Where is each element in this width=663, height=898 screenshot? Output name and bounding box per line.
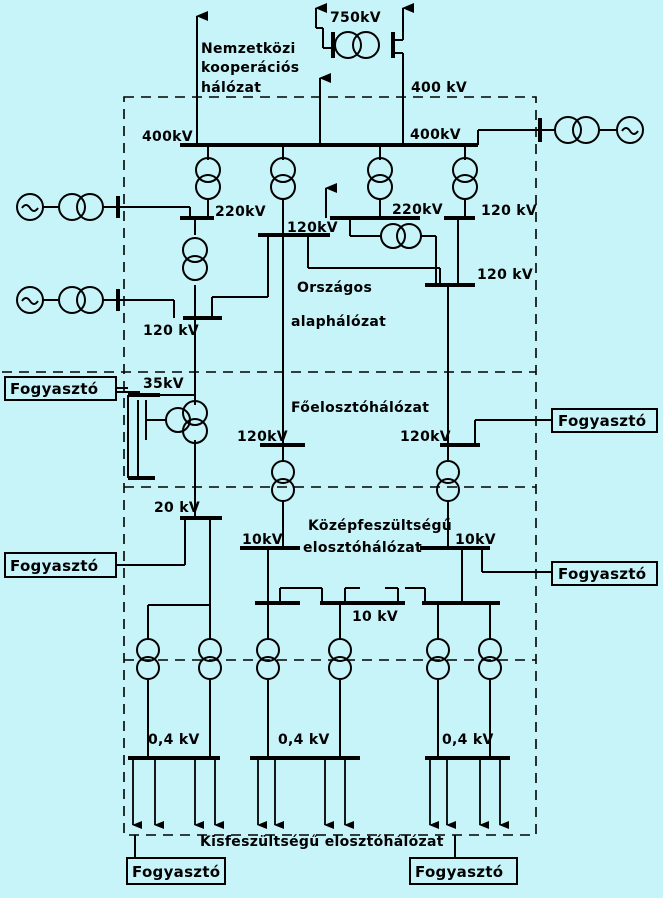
- transformer-winding-icon: [256, 638, 280, 662]
- label-400kv-left: 400kV: [142, 129, 193, 145]
- transformer-winding-icon: [136, 638, 160, 662]
- consumer-label-4: Fogyasztó: [558, 565, 646, 583]
- transformer-winding-icon: [195, 174, 221, 200]
- transformer-winding-icon: [271, 478, 295, 502]
- transformer-winding-icon: [426, 656, 450, 680]
- transformer-winding-icon: [270, 157, 296, 183]
- transformer-winding-icon: [182, 255, 208, 281]
- consumer-label-2: Fogyasztó: [558, 412, 646, 430]
- transformer-winding-icon: [256, 656, 280, 680]
- transformer-winding-icon: [182, 400, 208, 426]
- label-intl-line3: hálózat: [201, 80, 261, 96]
- transformer-winding-icon: [436, 478, 460, 502]
- transformers: [136, 157, 502, 680]
- label-10kv-center: 10 kV: [352, 609, 398, 625]
- consumer-box-6: [409, 857, 518, 885]
- generator-2-wave-icon: [21, 297, 39, 305]
- label-lv-network: Kisfeszültségű elosztóhálózat: [200, 834, 444, 850]
- label-04kv-right: 0,4 kV: [442, 732, 494, 748]
- label-04kv-center: 0,4 kV: [278, 732, 330, 748]
- label-base-line1: Országos: [297, 280, 372, 296]
- label-120kv-ss-left: 120kV: [237, 429, 288, 445]
- transformer-winding-icon: [367, 157, 393, 183]
- label-120kv-ss-right: 120kV: [400, 429, 451, 445]
- label-35kv: 35kV: [143, 376, 184, 392]
- consumer-label-5: Fogyasztó: [132, 863, 220, 881]
- gen2-transformer-b-icon: [76, 286, 104, 314]
- consumer-box-4: [551, 561, 658, 586]
- transformer-winding-icon: [452, 157, 478, 183]
- label-main-distribution: Főelosztóhálózat: [291, 400, 429, 416]
- label-220kv-left: 220kV: [215, 204, 266, 220]
- transformer-winding-icon: [182, 418, 208, 444]
- transformer-winding-icon: [198, 656, 222, 680]
- label-20kv: 20 kV: [154, 500, 200, 516]
- transformer-750-b-icon: [352, 31, 380, 59]
- label-120kv-left: 120 kV: [143, 323, 199, 339]
- consumer-box-2: [551, 408, 658, 433]
- labels: 750kV 400 kV 400kV 400kV 220kV 220kV 120…: [10, 10, 646, 881]
- transformer-winding-icon: [478, 638, 502, 662]
- transformer-35-tertiary-icon: [165, 407, 191, 433]
- label-120kv-mid-right: 120 kV: [477, 267, 533, 283]
- gen3-transformer-a-icon: [554, 116, 582, 144]
- label-10kv-right: 10kV: [455, 532, 496, 548]
- consumer-box-5: [126, 857, 226, 885]
- label-intl-line2: kooperációs: [201, 60, 299, 76]
- system-boundary-box: [123, 96, 537, 836]
- generator-3-icon: [616, 116, 644, 144]
- generators: [16, 31, 644, 433]
- transformer-winding-icon: [136, 656, 160, 680]
- consumer-box-3: [4, 552, 117, 578]
- consumer-label-3: Fogyasztó: [10, 557, 98, 575]
- transformer-winding-icon: [452, 174, 478, 200]
- label-mv-line1: Középfeszültségű: [308, 518, 452, 534]
- transformer-winding-icon: [198, 638, 222, 662]
- wiring: [116, 3, 552, 858]
- generator-3-wave-icon: [621, 127, 639, 135]
- label-750kv: 750kV: [330, 10, 381, 26]
- transformer-winding-icon: [367, 174, 393, 200]
- label-mv-line2: elosztóhálózat: [303, 540, 422, 556]
- consumer-boxes: [4, 376, 658, 885]
- gen3-transformer-b-icon: [572, 116, 600, 144]
- transformer-winding-icon: [328, 638, 352, 662]
- transformer-winding-icon: [271, 460, 295, 484]
- label-10kv-left: 10kV: [242, 532, 283, 548]
- consumer-label-1: Fogyasztó: [10, 380, 98, 398]
- transformer-220r-a-icon: [380, 223, 406, 249]
- transformer-220r-b-icon: [396, 223, 422, 249]
- label-400kv-right: 400kV: [410, 127, 461, 143]
- label-400kv-top: 400 kV: [411, 80, 467, 96]
- label-base-line2: alaphálózat: [291, 314, 386, 330]
- generator-1-wave-icon: [21, 204, 39, 212]
- transformer-winding-icon: [426, 638, 450, 662]
- transformer-winding-icon: [478, 656, 502, 680]
- transformer-winding-icon: [270, 174, 296, 200]
- transformer-winding-icon: [328, 656, 352, 680]
- gen2-transformer-a-icon: [58, 286, 86, 314]
- lv-feeder-arrows: [132, 758, 509, 829]
- label-intl-line1: Nemzetközi: [201, 41, 296, 57]
- label-220kv-right: 220kV: [392, 202, 443, 218]
- transformer-winding-icon: [436, 460, 460, 484]
- label-120kv-center: 120kV: [287, 220, 338, 236]
- consumer-label-6: Fogyasztó: [415, 863, 503, 881]
- label-04kv-left: 0,4 kV: [148, 732, 200, 748]
- transformer-winding-icon: [195, 157, 221, 183]
- consumer-box-1: [4, 376, 117, 401]
- label-120kv-upper-right: 120 kV: [481, 203, 537, 219]
- transformer-winding-icon: [182, 237, 208, 263]
- gen1-transformer-b-icon: [76, 193, 104, 221]
- gen1-transformer-a-icon: [58, 193, 86, 221]
